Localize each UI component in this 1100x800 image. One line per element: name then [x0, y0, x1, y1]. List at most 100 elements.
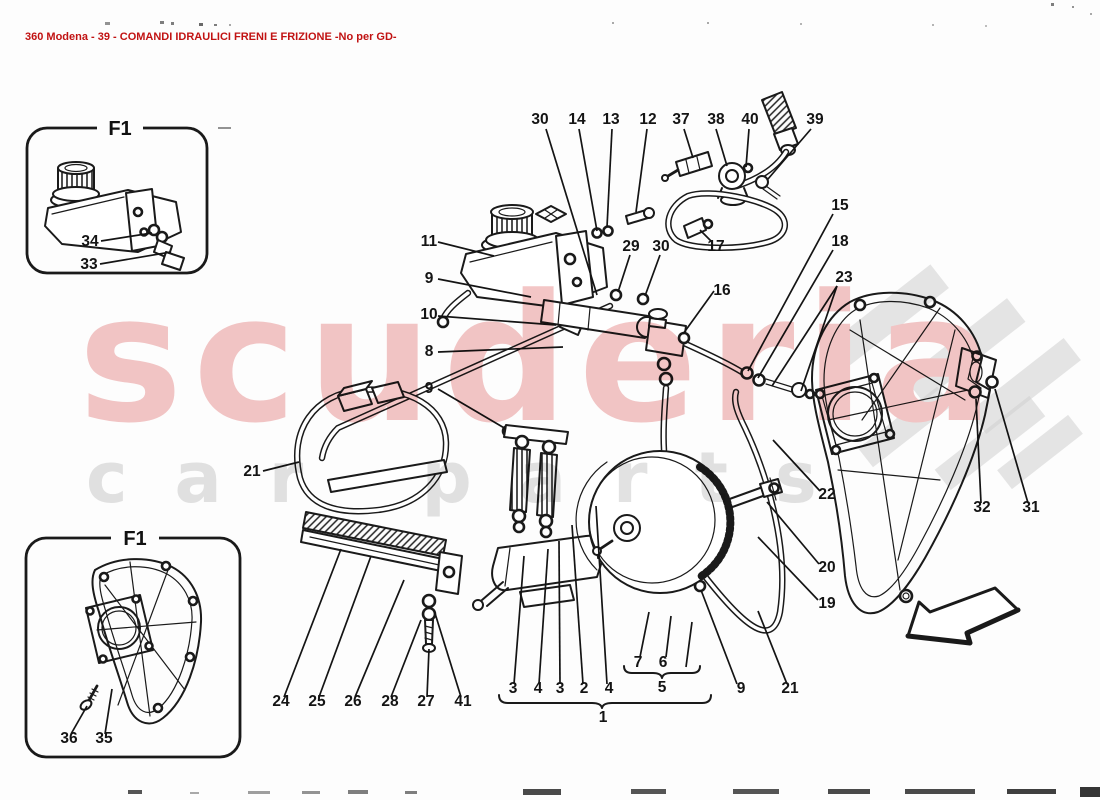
- watermark-line2: car parts: [86, 437, 864, 519]
- callout-9: 9: [425, 380, 434, 397]
- callout-line-9: [437, 388, 507, 430]
- callout-39: 39: [806, 111, 824, 128]
- callout-line-29: [617, 254, 631, 293]
- callout-line-7: [639, 611, 650, 658]
- callout-2: 2: [580, 680, 589, 697]
- callout-3: 3: [556, 680, 565, 697]
- callout-line-9: [437, 278, 532, 298]
- callout-9: 9: [425, 270, 434, 287]
- callout-line-34: [100, 232, 153, 242]
- callout-line-8: [437, 346, 564, 353]
- callout-1: 1: [599, 709, 608, 726]
- callout-41: 41: [454, 693, 472, 710]
- callout-19: 19: [818, 595, 836, 612]
- scan-noise-top: [105, 3, 1092, 129]
- callout-line-35: [104, 688, 113, 735]
- brake-booster: [575, 450, 783, 594]
- callout-line-15: [747, 213, 834, 372]
- callout-line-33: [99, 251, 172, 265]
- watermark: scuderia car parts: [78, 257, 1083, 519]
- callout-15: 15: [831, 197, 849, 214]
- callout-line-19: [757, 536, 819, 601]
- callout-line-20: [766, 501, 820, 565]
- callout-line-21: [757, 610, 788, 685]
- callout-line-2: [571, 524, 584, 685]
- scan-noise-bottom: [128, 787, 1100, 797]
- callout-line-36: [70, 705, 88, 735]
- callout-line-3: [513, 555, 525, 685]
- callout-33: 33: [80, 256, 98, 273]
- callout-35: 35: [95, 730, 113, 747]
- callout-22: 22: [818, 486, 835, 503]
- callout-line-41: [433, 609, 462, 698]
- callout-line-30: [545, 128, 598, 296]
- callout-29: 29: [622, 238, 640, 255]
- callout-25: 25: [308, 693, 326, 710]
- callout-line-13: [606, 128, 613, 228]
- inset-reservoir: F1: [25, 118, 209, 275]
- callout-line-22: [772, 439, 821, 492]
- callout-line-23: [771, 285, 838, 387]
- callout-line-21: [262, 461, 300, 472]
- callout-line-23: [800, 285, 838, 392]
- callout-11: 11: [421, 233, 438, 250]
- check-valve-fitting: [645, 308, 691, 454]
- callout-line-25: [318, 555, 372, 698]
- clutch-hose-parts: [661, 91, 799, 251]
- callout-31: 31: [1022, 499, 1040, 516]
- inset-bottom-label: F1: [123, 528, 146, 550]
- callout-28: 28: [381, 693, 399, 710]
- callout-line-9: [700, 589, 738, 685]
- callout-4: 4: [605, 680, 614, 697]
- callout-40: 40: [741, 111, 758, 128]
- callout-18: 18: [831, 233, 849, 250]
- callout-line-12: [635, 128, 648, 213]
- callout-30: 30: [531, 111, 548, 128]
- callout-30: 30: [652, 238, 669, 255]
- callout-21: 21: [781, 680, 799, 697]
- page-title: 360 Modena - 39 - COMANDI IDRAULICI FREN…: [25, 31, 397, 43]
- callout-37: 37: [672, 111, 689, 128]
- callout-20: 20: [818, 559, 835, 576]
- callout-line-24: [283, 548, 342, 698]
- inset-top-label: F1: [108, 118, 131, 140]
- inset-support-plate: F1: [24, 528, 242, 759]
- callout-line-6: [665, 615, 672, 658]
- callout-line-5: [685, 621, 693, 668]
- flexible-hoses: [503, 424, 569, 539]
- callout-24: 24: [272, 693, 290, 710]
- callout-3: 3: [509, 680, 518, 697]
- callout-line-10: [437, 315, 557, 326]
- callout-13: 13: [602, 111, 620, 128]
- group-braces: [498, 665, 712, 709]
- callout-line-30: [644, 254, 661, 297]
- callout-14: 14: [568, 111, 586, 128]
- callout-32: 32: [973, 499, 990, 516]
- callout-34: 34: [81, 233, 99, 250]
- callout-line-38: [715, 128, 728, 167]
- callout-7: 7: [634, 654, 643, 671]
- callout-17: 17: [707, 238, 724, 255]
- callout-38: 38: [707, 111, 725, 128]
- callout-4: 4: [534, 680, 543, 697]
- callout-line-37: [683, 128, 694, 159]
- callout-line-3: [558, 540, 561, 685]
- callout-line-39: [767, 128, 812, 180]
- callout-line-14: [578, 128, 598, 232]
- callout-line-17: [699, 229, 713, 243]
- callout-9: 9: [737, 680, 746, 697]
- callout-27: 27: [417, 693, 434, 710]
- callout-21: 21: [243, 463, 261, 480]
- serrated-bracket: [300, 511, 463, 653]
- callout-line-40: [745, 128, 750, 168]
- callout-line-4: [595, 505, 608, 685]
- callout-line-28: [390, 619, 422, 698]
- callout-line-4: [538, 548, 549, 685]
- callout-10: 10: [420, 306, 437, 323]
- callout-12: 12: [639, 111, 656, 128]
- callout-36: 36: [60, 730, 78, 747]
- callout-line-16: [682, 290, 715, 335]
